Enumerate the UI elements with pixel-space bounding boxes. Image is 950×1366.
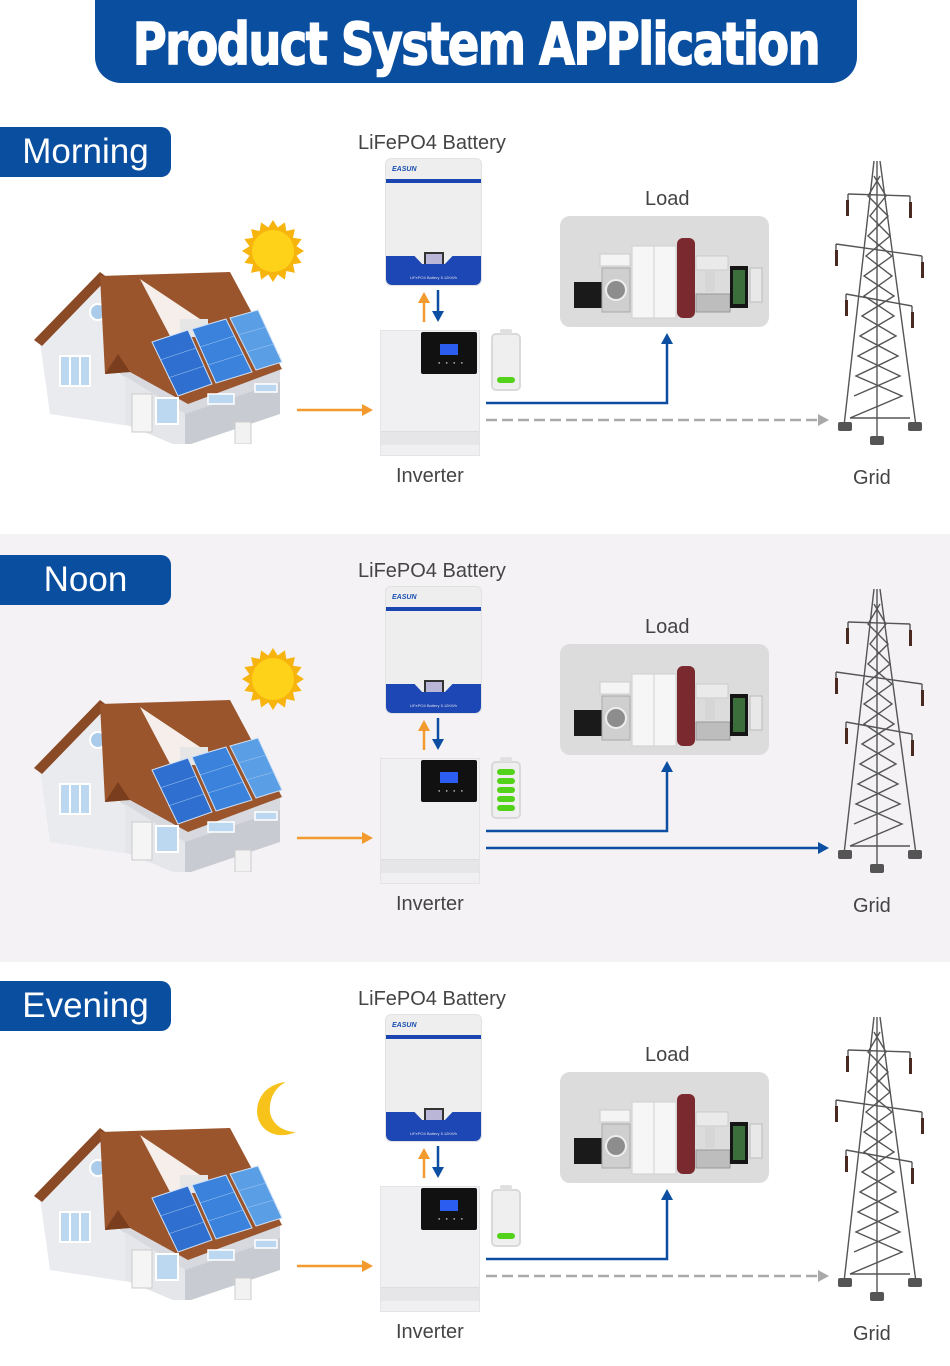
battery-charge-icon	[491, 757, 521, 819]
inverter-unit: ● ● ● ●	[380, 758, 480, 884]
solar-house-icon	[34, 700, 283, 872]
load-caption: Load	[645, 1044, 690, 1066]
phase-label: Morning	[0, 127, 171, 177]
battery-charge-icon	[491, 329, 521, 391]
appliances-icon	[574, 238, 763, 319]
battery-model-text: LiFePO4 Battery 5.12KWh	[409, 275, 458, 280]
moon-icon	[257, 1082, 296, 1136]
battery-brand-logo: EASUN	[392, 1022, 417, 1029]
inverter-display: ● ● ● ●	[421, 1188, 477, 1230]
grid-caption: Grid	[853, 895, 891, 917]
phase-section-noon: Noon LiFePO4 Battery Load Inverter Grid	[0, 534, 950, 962]
battery-caption: LiFePO4 Battery	[358, 560, 506, 582]
battery-brand-logo: EASUN	[392, 594, 417, 601]
solar-arrowhead	[362, 1260, 373, 1272]
load-appliances-image	[560, 1072, 769, 1183]
lifepo4-battery-unit: EASUN LiFePO4 Battery 5.12KWh	[385, 586, 482, 714]
battery-model-text: LiFePO4 Battery 5.12KWh	[409, 1131, 458, 1136]
grid-caption: Grid	[853, 467, 891, 489]
grid-caption: Grid	[853, 1323, 891, 1345]
grid-tower-icon	[835, 588, 924, 873]
inverter-caption: Inverter	[396, 1321, 464, 1343]
load-appliances-image	[560, 216, 769, 327]
inverter-display: ● ● ● ●	[421, 760, 477, 802]
charge-bar	[497, 787, 515, 793]
load-caption: Load	[645, 616, 690, 638]
page-title: Product System APPlication	[132, 10, 821, 78]
charge-bar	[497, 778, 515, 784]
charge-bar	[497, 377, 515, 383]
solar-arrowhead	[362, 404, 373, 416]
sun-icon	[242, 220, 304, 282]
inverter-unit: ● ● ● ●	[380, 1186, 480, 1312]
phase-section-morning: Morning LiFePO4 Battery Load Inverter Gr…	[0, 106, 950, 534]
inverter-display: ● ● ● ●	[421, 332, 477, 374]
appliances-icon	[574, 666, 763, 747]
charge-bar	[497, 805, 515, 811]
phase-label: Noon	[0, 555, 171, 605]
battery-caption: LiFePO4 Battery	[358, 132, 506, 154]
sun-icon	[242, 648, 304, 710]
solar-house-icon	[34, 1128, 283, 1300]
inverter-caption: Inverter	[396, 893, 464, 915]
inverter-to-grid-arrow	[486, 414, 829, 426]
charge-bar	[497, 769, 515, 775]
battery-model-text: LiFePO4 Battery 5.12KWh	[409, 703, 458, 708]
lifepo4-battery-unit: EASUN LiFePO4 Battery 5.12KWh	[385, 1014, 482, 1142]
appliances-icon	[574, 1094, 763, 1175]
solar-arrowhead	[362, 832, 373, 844]
title-banner: Product System APPlication	[95, 0, 857, 83]
inverter-unit: ● ● ● ●	[380, 330, 480, 456]
battery-brand-logo: EASUN	[392, 166, 417, 173]
grid-tower-icon	[835, 1016, 924, 1301]
phase-section-evening: Evening LiFePO4 Battery Load Inverter Gr…	[0, 962, 950, 1366]
charge-bar	[497, 796, 515, 802]
inverter-caption: Inverter	[396, 465, 464, 487]
battery-caption: LiFePO4 Battery	[358, 988, 506, 1010]
battery-charge-icon	[491, 1185, 521, 1247]
inverter-to-grid-arrow	[486, 842, 829, 854]
grid-tower-icon	[835, 160, 924, 445]
charge-bar	[497, 1233, 515, 1239]
load-appliances-image	[560, 644, 769, 755]
load-caption: Load	[645, 188, 690, 210]
phase-label: Evening	[0, 981, 171, 1031]
lifepo4-battery-unit: EASUN LiFePO4 Battery 5.12KWh	[385, 158, 482, 286]
solar-house-icon	[34, 272, 283, 444]
inverter-to-grid-arrow	[486, 1270, 829, 1282]
